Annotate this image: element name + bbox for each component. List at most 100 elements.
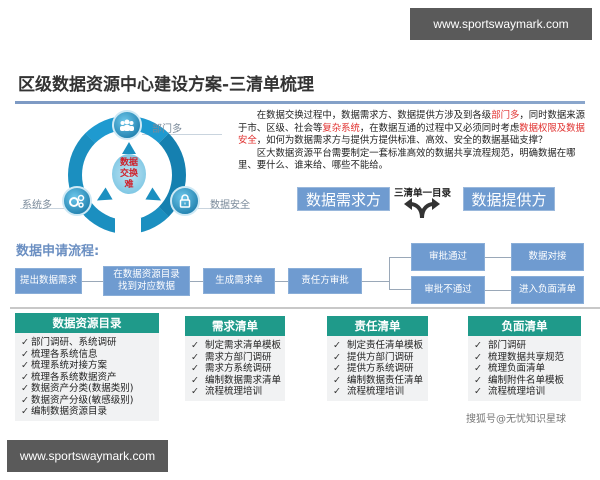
flow-step-find-in-catalog: 在数据资源目录 找到对应数据 (103, 266, 190, 296)
item-text: 数据资产分类(数据类别) (31, 383, 134, 394)
check-icon: ✓ (191, 340, 199, 351)
flow-result-data-integration: 数据对接 (511, 243, 584, 271)
flow-decision-rejected: 审批不通过 (411, 276, 485, 304)
flow-step-submit-request: 提出数据需求 (15, 268, 82, 294)
text: 在数据交换过程中，数据需求方、数据提供方涉及到各级 (256, 110, 492, 121)
list-item: ✓ 需求方系统调研 (191, 363, 281, 375)
highlight-text: 复杂系统 (322, 122, 360, 134)
item-text: 提供方系统调研 (347, 363, 414, 374)
three-lists-caption: 三清单一目录 (394, 188, 452, 199)
item-text: 需求方系统调研 (205, 363, 272, 374)
list-item: ✓流程梳理培训 (333, 386, 424, 398)
flow-title: 数据申请流程: (16, 244, 100, 259)
text: ，在数据互通的过程中又必须同时考虑 (359, 122, 520, 134)
list-item: ✓ 编制附件名单模板 (474, 375, 577, 387)
list-item: ✓ 提供方部门调研 (333, 352, 424, 364)
card-responsibility-list: 责任清单 ✓制定责任清单模板 ✓ 提供方部门调研 ✓ 提供方系统调研 ✓ 编制数据责任… (327, 316, 428, 401)
card-title: 责任清单 (327, 316, 428, 336)
list-item: ✓梳理负面清单 (474, 363, 577, 375)
list-item: ✓部门调研、系统调研 (21, 337, 155, 349)
label-leader-line (142, 134, 222, 135)
item-text: 编制数据资源目录 (31, 406, 108, 417)
highlight-text: 部门多 (491, 110, 520, 121)
item-text: 流程梳理培训 (488, 386, 546, 397)
check-icon: ✓ (21, 360, 29, 371)
lock-icon (170, 186, 200, 216)
people-icon (112, 110, 142, 140)
intro-paragraph: 在数据交换过程中，数据需求方、数据提供方涉及到各级部门多，同时数据来源于市、区级… (238, 110, 590, 173)
card-title: 负面清单 (468, 316, 581, 336)
text: ，如何为数据需求方与提供方提供标准、高效、安全的数据基础支撑？ (256, 135, 548, 147)
item-text: 流程梳理培训 (347, 386, 405, 397)
item-text: 梳理负面清单 (488, 363, 546, 374)
check-icon: ✓ (21, 348, 29, 360)
center-hub: 数据 交换 难 (112, 154, 146, 194)
item-text: 流程梳理培训 (205, 386, 263, 397)
demand-party-box: 数据需求方 (297, 187, 390, 211)
data-exchange-cycle-diagram: 数据 交换 难 部门多 系统多 数据安全 (20, 108, 250, 238)
flow-connector (82, 281, 103, 282)
node-label-systems: 系统多 (22, 200, 52, 211)
flow-step-approval: 责任方审批 (288, 268, 362, 294)
list-item: ✓ 流程梳理培训 (474, 386, 577, 398)
check-icon: ✓ (474, 340, 482, 351)
list-item: ✓制定需求清单模板 (191, 340, 281, 352)
ring-gap (115, 218, 141, 238)
check-icon: ✓ (474, 386, 482, 397)
flow-connector (389, 257, 411, 258)
supply-party-box: 数据提供方 (463, 187, 555, 211)
check-icon: ✓ (191, 351, 199, 363)
list-item: ✓ 流程梳理培训 (191, 386, 281, 398)
item-text: 梳理各系统数据资产 (31, 371, 117, 383)
item-text: 部门调研 (488, 340, 527, 351)
check-icon: ✓ (21, 371, 29, 383)
flow-decision-approved: 审批通过 (411, 243, 485, 271)
item-text: 梳理数据共享规范 (488, 351, 565, 363)
flow-connector (389, 289, 411, 290)
flow-connector (190, 281, 203, 282)
item-text: 提供方部门调研 (347, 351, 414, 363)
node-label-departments: 部门多 (152, 124, 182, 135)
source-credit: 搜狐号@无忧知识星球 (466, 414, 566, 425)
watermark-top: www.sportswaymark.com (410, 8, 592, 40)
page-title: 区级数据资源中心建设方案-三清单梳理 (18, 75, 315, 95)
check-icon: ✓ (333, 374, 341, 386)
item-text: 数据资产分级(敏感级别) (31, 394, 134, 406)
check-icon: ✓ (474, 374, 482, 386)
flow-connector (275, 281, 288, 282)
check-icon: ✓ (474, 351, 482, 363)
bidirectional-arrow-icon (402, 196, 442, 223)
list-item: ✓梳理各系统信息 (21, 349, 155, 361)
label-leader-line (20, 208, 68, 209)
card-negative-list: 负面清单 ✓部门调研 ✓梳理数据共享规范 ✓梳理负面清单 ✓编制附件名单模板 ✓… (468, 316, 581, 401)
node-label-security: 数据安全 (210, 200, 250, 211)
item-text: 编制附件名单模板 (488, 374, 565, 386)
hub-text: 数据 (119, 158, 138, 168)
item-text: 梳理各系统信息 (31, 348, 98, 360)
watermark-bottom: www.sportswaymark.com (7, 440, 168, 472)
list-item: ✓数据资产分级(敏感级别) (21, 395, 155, 407)
highlight-text: 数据权限及数据安全 (238, 122, 585, 147)
flow-connector (485, 290, 511, 291)
hub-text: 交换 (119, 169, 138, 179)
check-icon: ✓ (191, 363, 199, 374)
item-text: 编制数据责任清单 (347, 374, 424, 386)
flow-connector (485, 257, 511, 258)
list-item: ✓梳理各系统数据资产 (21, 372, 155, 384)
list-item: ✓制定责任清单模板 (333, 340, 424, 352)
card-title: 需求清单 (185, 316, 285, 336)
item-text: 需求方部门调研 (205, 351, 272, 363)
check-icon: ✓ (333, 351, 341, 363)
label-leader-line (198, 208, 250, 209)
item-text: 编制数据需求清单 (205, 374, 282, 386)
gears-icon (62, 186, 92, 216)
check-icon: ✓ (21, 406, 29, 417)
flow-branch-line (389, 281, 390, 290)
check-icon: ✓ (191, 386, 199, 397)
flow-result-negative-list: 进入负面清单 (511, 276, 584, 304)
flow-step-generate-form: 生成需求单 (203, 268, 275, 294)
list-item: ✓编制数据需求清单 (191, 375, 281, 387)
card-data-resource-catalog: 数据资源目录 ✓部门调研、系统调研 ✓梳理各系统信息 ✓梳理系统对接方案 ✓梳理… (15, 313, 159, 421)
flow-connector (362, 281, 389, 282)
paragraph-1: 在数据交换过程中，数据需求方、数据提供方涉及到各级部门多，同时数据来源于市、区级… (238, 110, 590, 148)
